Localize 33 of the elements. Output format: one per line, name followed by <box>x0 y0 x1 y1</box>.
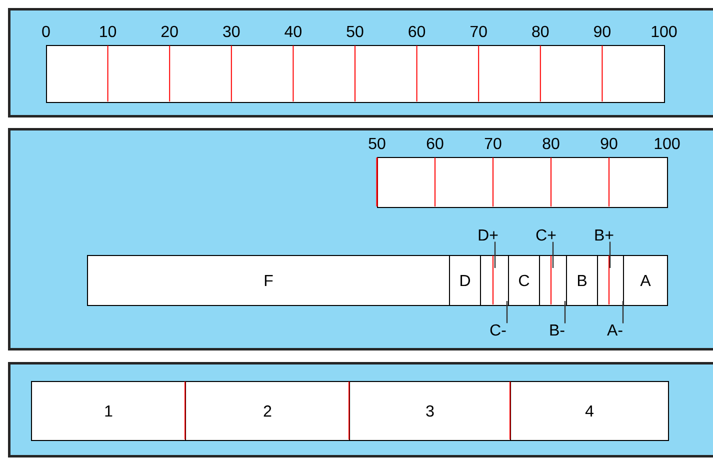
grade-label: A- <box>607 324 622 336</box>
grade-label: C+ <box>536 229 556 241</box>
grade-cell <box>539 255 567 306</box>
scale-number: 90 <box>600 138 618 150</box>
leader-line <box>564 301 566 324</box>
grade-cell: D <box>449 255 481 306</box>
scale-number: 100 <box>652 26 677 38</box>
leader-line <box>622 301 624 324</box>
scale-number: 0 <box>42 26 50 38</box>
quarter-cell: 2 <box>185 381 350 441</box>
leader-line <box>506 301 508 324</box>
scale-number: 70 <box>484 138 502 150</box>
scale-bar <box>46 45 665 103</box>
scale-number: 80 <box>542 138 560 150</box>
leader-line <box>609 242 611 268</box>
grade-label: C- <box>490 324 506 336</box>
scale-number: 100 <box>654 138 680 150</box>
grade-cell <box>597 255 624 306</box>
scale-number: 60 <box>426 138 444 150</box>
grade-label: B+ <box>595 230 614 240</box>
grade-cell <box>480 255 509 306</box>
scale-number: 50 <box>368 138 386 150</box>
grade-label: B- <box>550 324 564 336</box>
quarter-cell: 1 <box>31 381 186 441</box>
leader-line <box>494 242 496 268</box>
leader-line <box>552 242 554 268</box>
grade-cell: B <box>566 255 598 306</box>
quarter-cell: 3 <box>349 381 511 441</box>
quarter-cell: 4 <box>510 381 669 441</box>
scale-bar <box>376 157 668 208</box>
grade-cell: C <box>508 255 540 306</box>
grade-cell: A <box>623 255 668 306</box>
grade-label: D+ <box>478 230 498 240</box>
